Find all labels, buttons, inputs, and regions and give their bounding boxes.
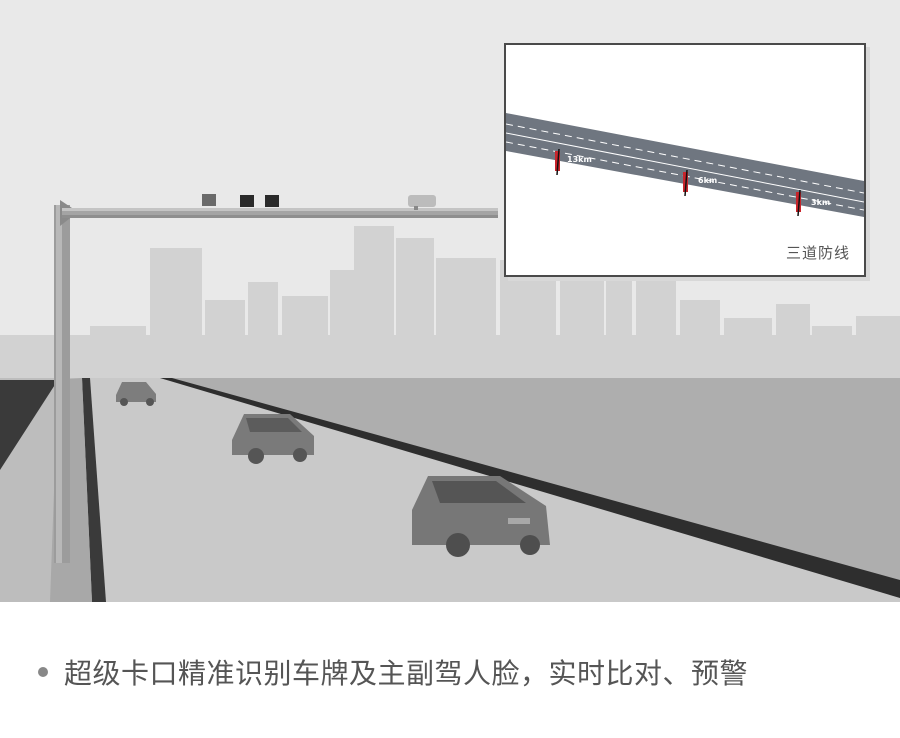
car-middle xyxy=(232,414,314,464)
camera-icon xyxy=(202,194,216,206)
left-dark-shoulder xyxy=(0,380,58,470)
marker-label-13km: 13km xyxy=(567,155,592,164)
feature-caption: 超级卡口精准识别车牌及主副驾人脸，实时比对、预警 xyxy=(38,652,878,692)
inset-road-map: 13km 6km 3km xyxy=(506,113,864,217)
road-divider-line xyxy=(160,378,900,598)
barrier-marker-icon xyxy=(555,148,560,176)
inset-caption: 三道防线 xyxy=(785,244,850,262)
camera-icon xyxy=(408,195,436,207)
marker-label-6km: 6km xyxy=(698,176,717,185)
gantry-structure xyxy=(54,194,498,563)
marker-label-3km: 3km xyxy=(811,198,830,207)
barrier-marker-icon xyxy=(796,189,801,217)
barrier-marker-icon xyxy=(683,169,688,197)
city-skyline xyxy=(0,226,900,385)
caption-text: 超级卡口精准识别车牌及主副驾人脸，实时比对、预警 xyxy=(64,657,749,690)
car-near xyxy=(412,476,550,557)
bullet-dot-icon xyxy=(38,667,48,677)
car-far xyxy=(116,382,156,406)
inset-road xyxy=(506,113,864,217)
camera-icon xyxy=(265,195,279,207)
camera-icon xyxy=(240,195,254,207)
inset-map-panel: 13km 6km 3km 三道防线 xyxy=(504,43,866,277)
left-curb-line xyxy=(82,378,106,602)
